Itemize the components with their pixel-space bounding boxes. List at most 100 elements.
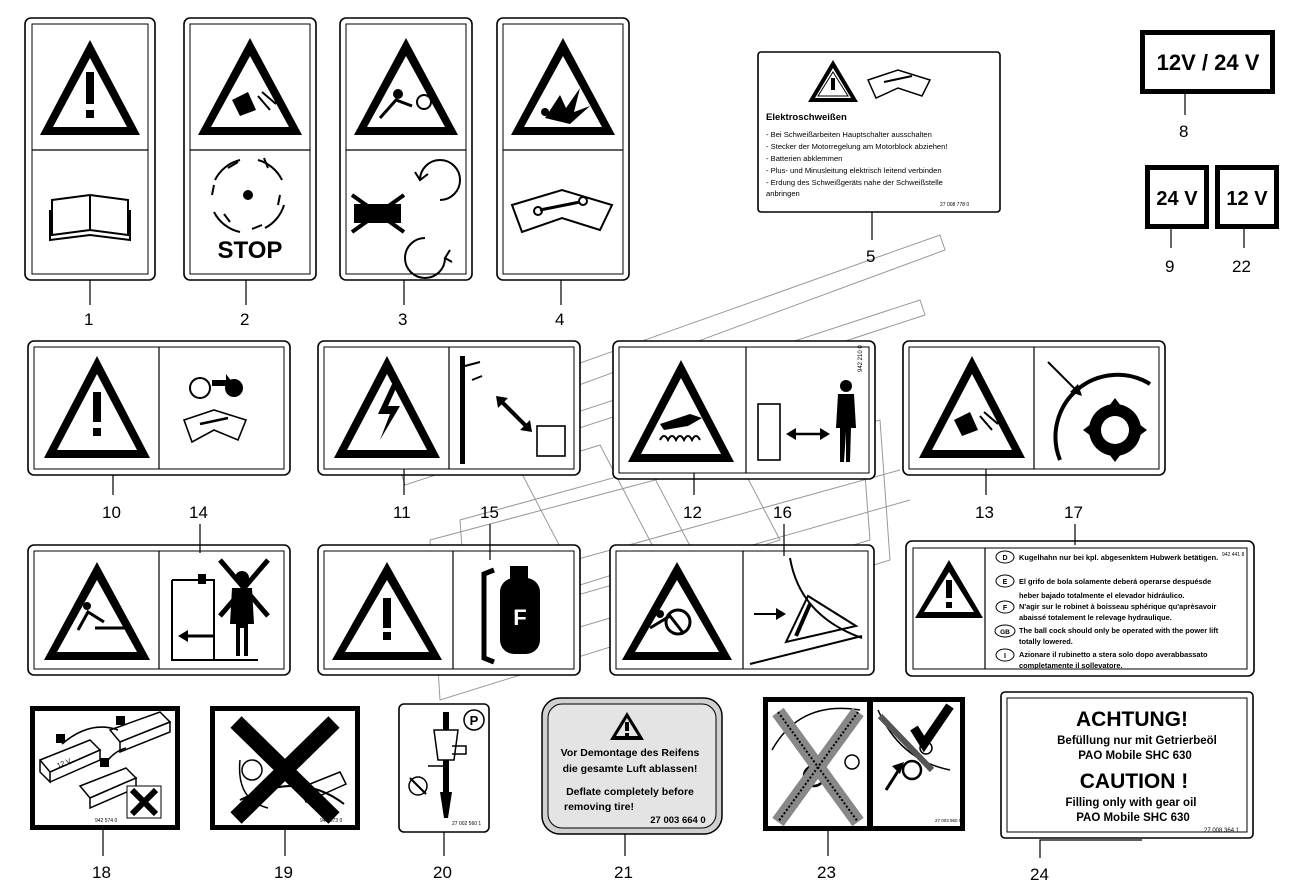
decal-12: 942 210 0 12	[612, 340, 876, 522]
warning-triangle-icon	[44, 356, 150, 458]
callout-9: 9	[1165, 257, 1174, 276]
key-manual-icon	[182, 374, 248, 444]
decal-14: 14	[27, 503, 291, 676]
decal-9: 24 V 9	[1145, 165, 1209, 276]
decal-24: ACHTUNG! Befüllung nur mit Getrierbeöl P…	[1000, 691, 1254, 884]
callout-5: 5	[866, 247, 875, 266]
voltage-24-text: 24 V	[1156, 188, 1198, 210]
overhead-line-distance-icon	[460, 356, 566, 464]
decal-3: 3	[339, 17, 473, 329]
decal-17-row-6: The ball cock should only be operated wi…	[1019, 626, 1219, 635]
fire-extinguisher-icon: F	[481, 566, 540, 665]
no-tractor-hitch-icon	[230, 716, 348, 824]
warning-triangle-electric-icon	[334, 356, 440, 458]
decal-4: 4	[496, 17, 630, 329]
callout-8: 8	[1179, 122, 1188, 141]
manual-wrench-icon	[866, 69, 932, 99]
decal-17: 942 441 8 D Kugelhahn nur bei kpl. abges…	[905, 503, 1255, 677]
decal-2: STOP 2	[183, 17, 317, 329]
callout-24: 24	[1030, 865, 1049, 884]
warning-triangle-hand-icon	[198, 38, 302, 135]
callout-13: 13	[975, 503, 994, 522]
decal-5: Elektroschweißen - Bei Schweißarbeiten H…	[757, 51, 1001, 266]
warning-triangle-hand-icon	[919, 356, 1025, 458]
decal-19: 942 573 0 19	[210, 706, 360, 882]
decal-17-row-9: completamente il sollevatore.	[1019, 661, 1123, 670]
tire-warning-en-1: Deflate completely before	[566, 786, 694, 798]
rotating-blade-icon	[1047, 361, 1152, 462]
language-badge-e: E	[995, 574, 1015, 588]
decal-10: 10	[27, 340, 291, 522]
decal-17-row-4: N'agir sur le robinet à boisseau sphériq…	[1019, 602, 1216, 611]
callout-15: 15	[480, 503, 499, 522]
svg-text:GB: GB	[1000, 629, 1010, 636]
welding-line-4: - Plus- und Minusleitung elektrisch leit…	[766, 166, 942, 175]
callout-23: 23	[817, 863, 836, 882]
decal-23: 27 003 960 0 23	[763, 697, 965, 882]
warning-triangle-explosion-icon	[511, 38, 615, 135]
welding-line-3: - Batterien abklemmen	[766, 154, 842, 163]
oil-warning-en-heading: CAUTION !	[1080, 770, 1189, 793]
decal-22: 12 V 22	[1215, 165, 1279, 276]
decal-12-code: 942 210 0	[858, 345, 864, 372]
language-badge-gb: GB	[994, 624, 1016, 638]
decal-17-row-2: El grifo de bola solamente deberá operar…	[1019, 577, 1211, 586]
decal-23-code: 27 003 960 0	[935, 818, 962, 823]
welding-line-2: - Stecker der Motorregelung am Motorbloc…	[766, 142, 948, 151]
callout-14: 14	[189, 503, 208, 522]
warning-triangle-icon	[40, 40, 140, 135]
correct-position-icon	[877, 703, 954, 791]
oil-warning-en-line-2: PAO Mobile SHC 630	[1076, 812, 1190, 824]
warning-triangle-icon	[332, 562, 442, 660]
voltage-12-24-text: 12V / 24 V	[1157, 50, 1260, 75]
oil-warning-de-line-2: PAO Mobile SHC 630	[1078, 750, 1192, 762]
warning-triangle-icon	[915, 560, 983, 618]
welding-line-6: anbringen	[766, 189, 800, 198]
welding-code: 27 008 778 0	[940, 202, 969, 208]
tire-warning-de-2: die gesamte Luft ablassen!	[563, 763, 698, 775]
callout-16: 16	[773, 503, 792, 522]
stop-text: STOP	[218, 237, 283, 264]
keep-distance-person-icon	[757, 380, 856, 462]
decal-18-code: 942 574 0	[95, 818, 117, 824]
callout-2: 2	[240, 310, 249, 329]
decal-17-row-3: heber bajado totalmente el elevador hidr…	[1019, 591, 1185, 600]
decal-17-row-1: Kugelhahn nur bei kpl. abgesenktem Hubwe…	[1019, 553, 1218, 562]
warning-triangle-small-icon	[610, 712, 644, 740]
callout-12: 12	[683, 503, 702, 522]
extinguisher-letter: F	[513, 605, 526, 630]
decal-19-code: 942 573 0	[320, 818, 342, 824]
callout-19: 19	[274, 863, 293, 882]
svg-text:E: E	[1003, 579, 1008, 586]
no-hands-rotating-icon	[350, 159, 461, 279]
warning-triangle-crush-icon	[622, 562, 732, 660]
callout-1: 1	[84, 310, 93, 329]
decal-20-code: 27 002 560 1	[452, 821, 481, 827]
callout-18: 18	[92, 863, 111, 882]
manual-wrench-icon	[510, 188, 614, 234]
decal-21: Vor Demontage des Reifens die gesamte Lu…	[541, 697, 723, 882]
welding-title: Elektroschweißen	[766, 112, 847, 123]
callout-21: 21	[614, 863, 633, 882]
decal-18: 12 V 942 574 0 18	[30, 706, 180, 882]
decal-17-row-8: Azionare il rubinetto a stera solo dopo …	[1019, 650, 1208, 659]
decal-15: F 15	[317, 503, 581, 676]
tire-warning-code: 27 003 664 0	[650, 815, 705, 826]
callout-22: 22	[1232, 257, 1251, 276]
decal-1: 1	[24, 17, 156, 329]
stand-clear-person-icon	[171, 558, 270, 661]
warning-triangle-crush-icon	[44, 562, 150, 660]
oil-warning-de-line-1: Befüllung nur mit Getrierbeöl	[1057, 735, 1217, 747]
language-badge-d: D	[995, 550, 1015, 564]
warning-triangle-small-icon	[808, 60, 858, 102]
decal-16: 16	[609, 503, 875, 676]
lubrication-point-icon: P	[408, 709, 485, 818]
oil-warning-de-heading: ACHTUNG!	[1076, 708, 1188, 731]
callout-11: 11	[393, 503, 411, 522]
svg-text:F: F	[1003, 605, 1008, 612]
voltage-12-text: 12 V	[1226, 188, 1268, 210]
callout-20: 20	[433, 863, 452, 882]
manual-book-icon	[49, 193, 131, 242]
decal-11: 11	[317, 340, 581, 522]
